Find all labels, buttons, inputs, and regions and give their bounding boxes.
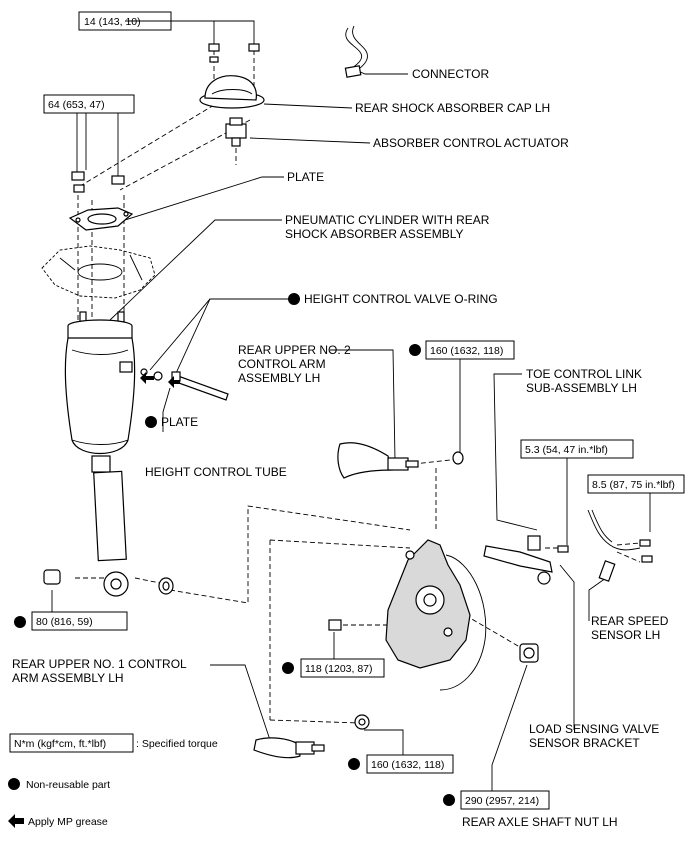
svg-text:5.3 (54, 47 in.*lbf): 5.3 (54, 47 in.*lbf) (525, 444, 608, 456)
plate-top (68, 207, 134, 231)
load-sensing-bracket (557, 545, 569, 553)
torque-box-64: 64 (653, 47) (43, 94, 135, 114)
nonreusable-icon-290 (443, 794, 455, 806)
label-speed-2: SENSOR LH (591, 628, 660, 642)
torque-box-160b: 160 (1632, 118) (366, 754, 454, 774)
label-upper2-3: ASSEMBLY LH (238, 371, 320, 385)
label-oring: HEIGHT CONTROL VALVE O-RING (304, 292, 498, 306)
body-sheet-metal (41, 245, 156, 299)
upper-no2-control-arm (337, 442, 464, 479)
knuckle-nut-118 (328, 619, 342, 631)
height-control-tube (140, 368, 229, 401)
svg-text:118 (1203, 87): 118 (1203, 87) (305, 663, 373, 675)
grease-arrow-icon-1 (140, 372, 154, 384)
legend-nonreusable-icon (8, 778, 20, 790)
legend: N*m (kgf*cm, ft.*lbf) : Specified torque… (8, 733, 218, 828)
nonreusable-icon-160a (409, 344, 421, 356)
shock-absorber-cap (199, 75, 265, 109)
lower-bolt-80 (43, 569, 174, 595)
label-nut: REAR AXLE SHAFT NUT LH (462, 815, 618, 829)
label-toe-1: TOE CONTROL LINK (526, 367, 642, 381)
svg-text:14 (143, 10): 14 (143, 10) (84, 16, 141, 28)
svg-text:8.5 (87, 75 in.*lbf): 8.5 (87, 75 in.*lbf) (592, 479, 675, 491)
svg-text:290 (2957, 214): 290 (2957, 214) (465, 795, 539, 807)
pneumatic-cylinder (64, 311, 136, 597)
label-upper2-1: REAR UPPER NO. 2 (238, 343, 351, 357)
cap-nuts (208, 43, 260, 63)
label-cap: REAR SHOCK ABSORBER CAP LH (355, 101, 550, 115)
label-toe-2: SUB-ASSEMBLY LH (526, 381, 637, 395)
legend-nonreusable: Non-reusable part (26, 779, 110, 791)
nonreusable-icon-plate (145, 416, 157, 428)
label-actuator: ABSORBER CONTROL ACTUATOR (373, 136, 569, 150)
label-speed-1: REAR SPEED (591, 614, 669, 628)
nonreusable-icon-80 (14, 616, 26, 628)
svg-text:80 (816, 59): 80 (816, 59) (36, 616, 93, 628)
svg-text:160 (1632, 118): 160 (1632, 118) (430, 345, 503, 357)
torque-box-118: 118 (1203, 87) (300, 658, 385, 678)
rear-axle-shaft-nut (519, 643, 539, 663)
torque-box-290: 290 (2957, 214) (460, 790, 550, 810)
label-tube: HEIGHT CONTROL TUBE (145, 465, 287, 479)
toe-control-link (483, 535, 553, 585)
svg-text:64 (653, 47): 64 (653, 47) (48, 99, 105, 111)
steering-knuckle (385, 539, 487, 691)
torque-box-8-5: 8.5 (87, 75 in.*lbf) (587, 474, 685, 494)
connector (344, 25, 368, 78)
leader-lines (51, 69, 651, 791)
torque-box-160a: 160 (1632, 118) (425, 340, 515, 360)
label-lsv-1: LOAD SENSING VALVE (529, 722, 659, 736)
torque-box-5-3: 5.3 (54, 47 in.*lbf) (520, 439, 634, 459)
label-connector: CONNECTOR (412, 67, 489, 81)
label-plate-top: PLATE (287, 170, 324, 184)
nonreusable-icon-160b (348, 758, 360, 770)
absorber-control-actuator (225, 117, 247, 147)
legend-grease-arrow-icon (8, 814, 24, 828)
torque-box-80: 80 (816, 59) (31, 611, 128, 631)
label-pneumatic-2: SHOCK ABSORBER ASSEMBLY (285, 227, 464, 241)
label-upper2-2: CONTROL ARM (238, 357, 326, 371)
rear-speed-sensor (587, 509, 653, 582)
label-pneumatic-1: PNEUMATIC CYLINDER WITH REAR (285, 213, 490, 227)
legend-grease: Apply MP grease (28, 816, 108, 828)
nonreusable-icon-118 (282, 662, 294, 674)
grease-arrow-icon-2 (168, 376, 180, 388)
label-lsv-2: SENSOR BRACKET (529, 736, 640, 750)
label-upper1-1: REAR UPPER NO. 1 CONTROL (12, 657, 187, 671)
label-plate-mid: PLATE (161, 415, 198, 429)
upper-mount-nuts (71, 171, 125, 193)
label-upper1-2: ARM ASSEMBLY LH (12, 671, 124, 685)
legend-unit: N*m (kgf*cm, ft.*lbf) (14, 738, 106, 750)
torque-leaders (76, 20, 255, 180)
svg-text:160 (1632, 118): 160 (1632, 118) (371, 759, 444, 771)
upper-no1-control-arm (253, 714, 370, 759)
legend-unit-box (9, 733, 134, 753)
legend-unit-desc: : Specified torque (136, 738, 218, 750)
